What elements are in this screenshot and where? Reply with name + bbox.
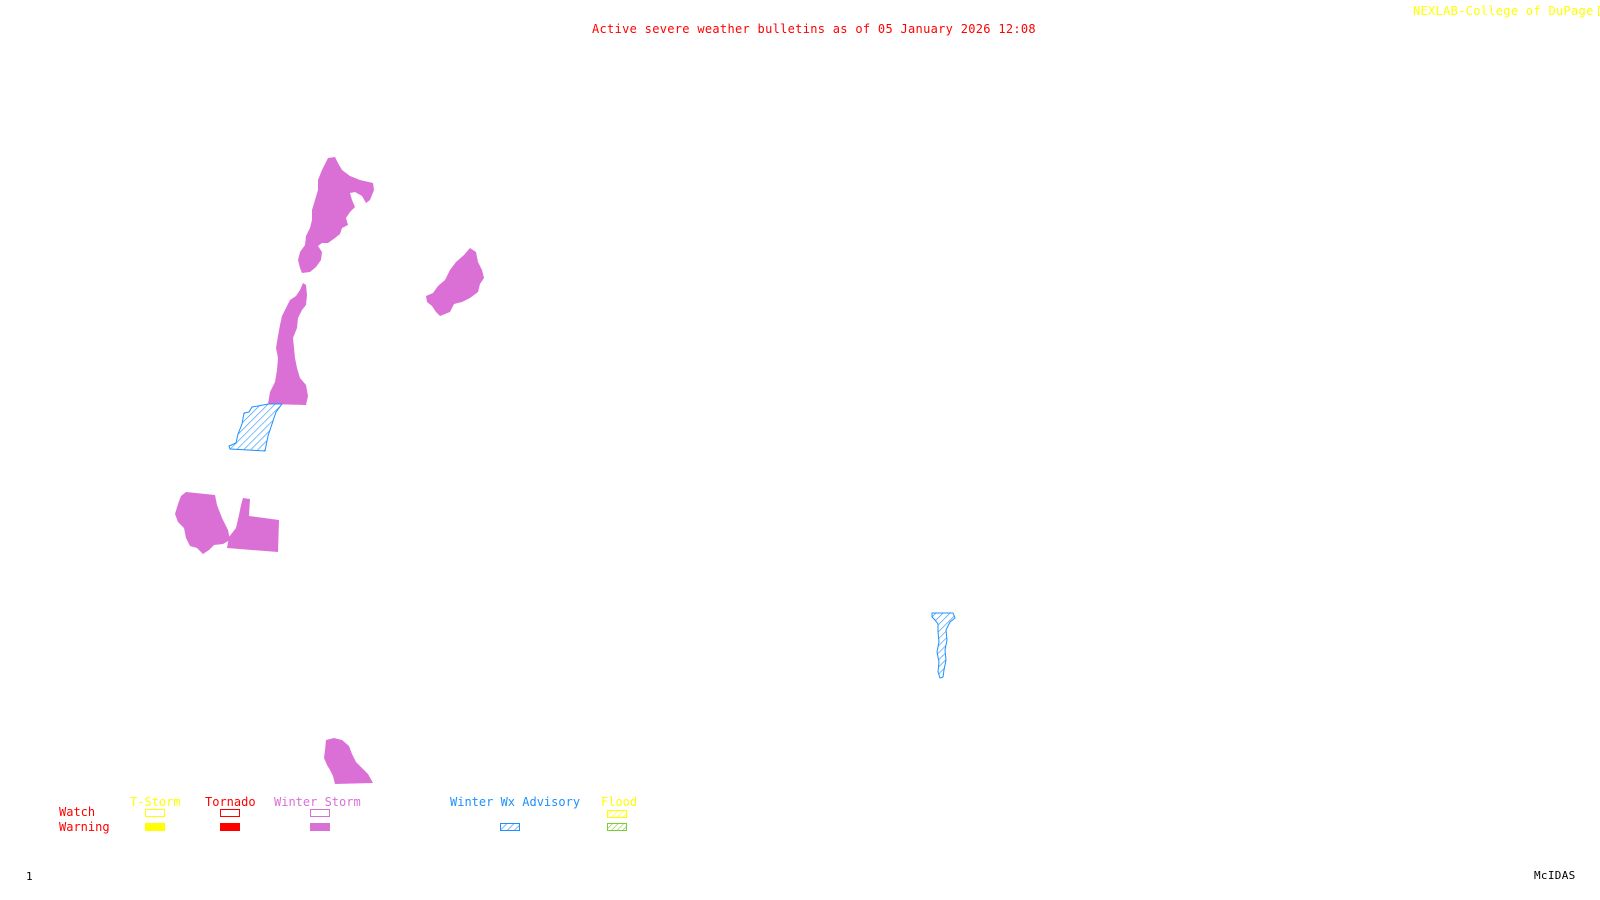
legend-tstorm-watch-swatch <box>145 809 165 817</box>
legend-tornado-watch-swatch <box>220 809 240 817</box>
nexlab-logo-icon <box>1597 6 1600 16</box>
credit-text: NEXLAB-College of DuPage <box>1413 5 1600 17</box>
winter-storm-warning-area-east[interactable] <box>426 248 484 316</box>
winter-storm-warning-area-central[interactable] <box>268 283 308 405</box>
winter-storm-warning-area-southwest-a[interactable] <box>175 492 230 554</box>
winter-storm-warning-area-southwest-b[interactable] <box>227 498 279 552</box>
legend-row-label-warning: Warning <box>59 820 110 834</box>
legend-tornado-label: Tornado <box>205 795 256 809</box>
legend-tstorm-label: T-Storm <box>130 795 181 809</box>
legend-tornado-warning-swatch <box>220 823 240 831</box>
legend-row-label-watch: Watch <box>59 805 96 819</box>
legend-flood-label: Flood <box>601 795 638 809</box>
legend-winter-wx-advisory-label: Winter Wx Advisory <box>450 795 581 809</box>
legend-winter-storm-watch-swatch <box>310 809 330 817</box>
legend-flood-watch-swatch <box>607 810 627 818</box>
page-title: Active severe weather bulletins as of 05… <box>592 22 1036 36</box>
frame-number: 1 <box>26 870 33 883</box>
software-label: McIDAS <box>1534 869 1576 882</box>
winter-storm-warning-area-south[interactable] <box>324 738 373 784</box>
legend-winter-wx-advisory-swatch <box>500 823 520 831</box>
legend-winter-storm-warning-swatch <box>310 823 330 831</box>
winter-wx-advisory-area-west[interactable] <box>228 403 283 452</box>
legend-flood-warning-swatch <box>607 823 627 831</box>
credit-label: NEXLAB-College of DuPage <box>1413 4 1594 18</box>
winter-storm-warning-area-north[interactable] <box>298 157 374 273</box>
legend-winter-storm-label: Winter Storm <box>274 795 361 809</box>
legend-tstorm-warning-swatch <box>145 823 165 831</box>
winter-wx-advisory-area-east[interactable] <box>931 612 956 679</box>
